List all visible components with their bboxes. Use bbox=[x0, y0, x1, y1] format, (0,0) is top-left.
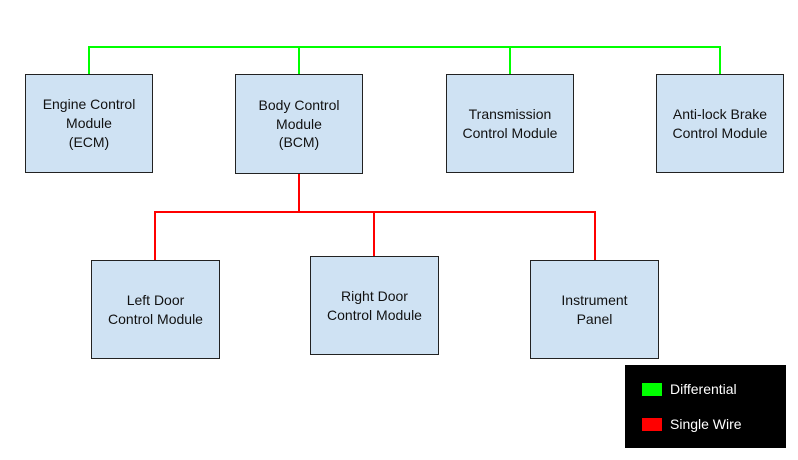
differential-bus bbox=[88, 46, 721, 74]
tcm-label: Transmission Control Module bbox=[462, 105, 558, 141]
instrument-panel-label: Instrument Panel bbox=[561, 291, 628, 327]
single-wire-swatch bbox=[642, 417, 662, 431]
legend: Differential Single Wire bbox=[625, 365, 786, 448]
ecm-box: Engine Control Module (ECM) bbox=[25, 74, 153, 173]
instrument-panel-box: Instrument Panel bbox=[530, 260, 659, 359]
single-wire-bus bbox=[154, 174, 596, 260]
right-door-module-label: Right Door Control Module bbox=[327, 287, 422, 323]
abs-module-label: Anti-lock Brake Control Module bbox=[672, 105, 768, 141]
single-wire-right-branch bbox=[299, 211, 375, 256]
differential-bus-line bbox=[88, 46, 721, 74]
left-door-module-label: Left Door Control Module bbox=[108, 291, 203, 327]
legend-item-differential: Differential bbox=[642, 381, 737, 397]
abs-module-box: Anti-lock Brake Control Module bbox=[656, 74, 784, 173]
tcm-box: Transmission Control Module bbox=[446, 74, 574, 173]
legend-differential-label: Differential bbox=[670, 381, 737, 397]
differential-swatch bbox=[642, 382, 662, 396]
right-door-module-box: Right Door Control Module bbox=[310, 256, 439, 355]
legend-single-wire-label: Single Wire bbox=[670, 416, 742, 432]
single-wire-left-branch bbox=[154, 211, 299, 260]
ecm-label: Engine Control Module (ECM) bbox=[42, 96, 136, 150]
bcm-box: Body Control Module (BCM) bbox=[235, 74, 363, 174]
legend-item-single-wire: Single Wire bbox=[642, 416, 742, 432]
left-door-module-box: Left Door Control Module bbox=[91, 260, 220, 359]
single-wire-top-line bbox=[374, 211, 596, 260]
bcm-label: Body Control Module (BCM) bbox=[258, 96, 340, 151]
